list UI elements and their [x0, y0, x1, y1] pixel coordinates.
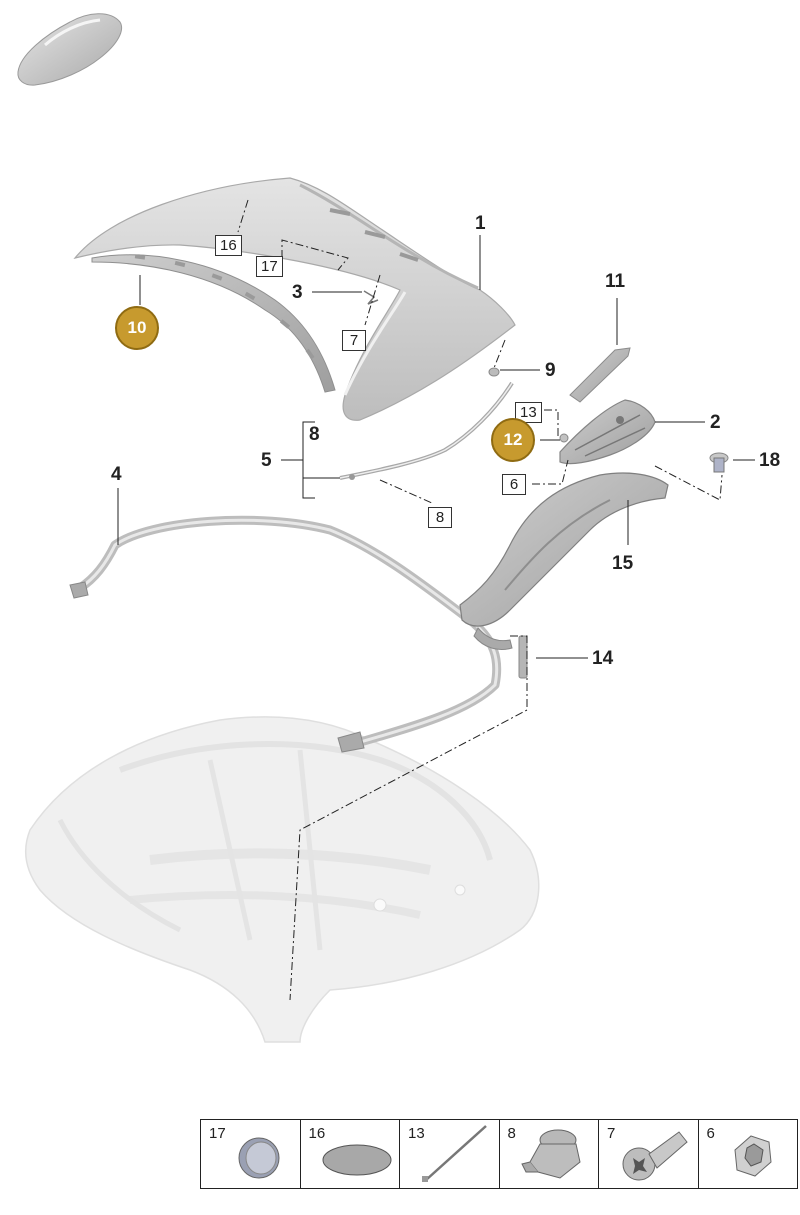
- torx-screw-icon: [622, 1131, 688, 1181]
- oval-pad-icon: [322, 1144, 391, 1176]
- legend-cell-7: 7: [599, 1120, 699, 1188]
- boxed-callout-17: 17: [256, 256, 283, 277]
- bracket-part-2: [559, 399, 656, 465]
- boxed-callout-7: 7: [342, 330, 366, 351]
- hex-nut-icon: [733, 1135, 772, 1177]
- callout-18: 18: [759, 450, 781, 471]
- frame-seal-part-4: [69, 515, 502, 753]
- callout-1: 1: [475, 213, 486, 234]
- boxed-callout-8: 8: [428, 507, 452, 528]
- fastener-part-3: [363, 290, 379, 305]
- legend-label: 16: [308, 1125, 326, 1142]
- callout-15: 15: [612, 553, 634, 574]
- legend-cell-8: 8: [500, 1120, 599, 1188]
- guide-strip-part-11: [569, 347, 631, 403]
- boxed-callout-6: 6: [502, 474, 526, 495]
- legend-label: 17: [209, 1125, 226, 1142]
- legend-cell-17: 17: [201, 1120, 301, 1188]
- clip-icon: [520, 1129, 581, 1179]
- legend-label: 13: [408, 1125, 425, 1142]
- grommet-part-9: [488, 367, 500, 377]
- boxed-callout-13: 13: [515, 402, 542, 423]
- car-thumbnail-icon: [17, 13, 123, 86]
- seal-strip-part-10: [91, 254, 336, 393]
- plug-cap-icon: [238, 1137, 280, 1179]
- dash-dot-lines: [237, 199, 723, 1001]
- cable-tie-icon: [422, 1125, 487, 1182]
- callout-8: 8: [309, 424, 320, 445]
- exploded-parts-diagram: [17, 13, 755, 1043]
- badge-12: 12: [491, 418, 535, 462]
- callout-14: 14: [592, 648, 614, 669]
- parts-legend-table: 17 16 13 8 7 6: [200, 1119, 798, 1189]
- callout-9: 9: [545, 360, 556, 381]
- screw-part-18: [709, 452, 729, 473]
- boxed-callout-16: 16: [215, 235, 242, 256]
- leader-lines: [117, 235, 755, 659]
- legend-cell-16: 16: [301, 1120, 400, 1188]
- channel-part-15: [459, 472, 669, 650]
- legend-cell-6: 6: [699, 1120, 798, 1188]
- legend-label: 8: [507, 1125, 516, 1142]
- badge-10: 10: [115, 306, 159, 350]
- callout-2: 2: [710, 412, 721, 433]
- callout-5: 5: [261, 450, 272, 471]
- callout-3: 3: [292, 282, 303, 303]
- callout-11: 11: [605, 271, 626, 292]
- vehicle-body-ghost: [24, 716, 540, 1043]
- trim-strip-part-5: [339, 381, 514, 480]
- legend-cell-13: 13: [400, 1120, 500, 1188]
- legend-label: 6: [706, 1125, 715, 1142]
- rod-part-14: [518, 635, 528, 679]
- legend-label: 7: [607, 1125, 616, 1142]
- rear-lid-panel-part-1: [73, 177, 516, 421]
- callout-4: 4: [111, 464, 122, 485]
